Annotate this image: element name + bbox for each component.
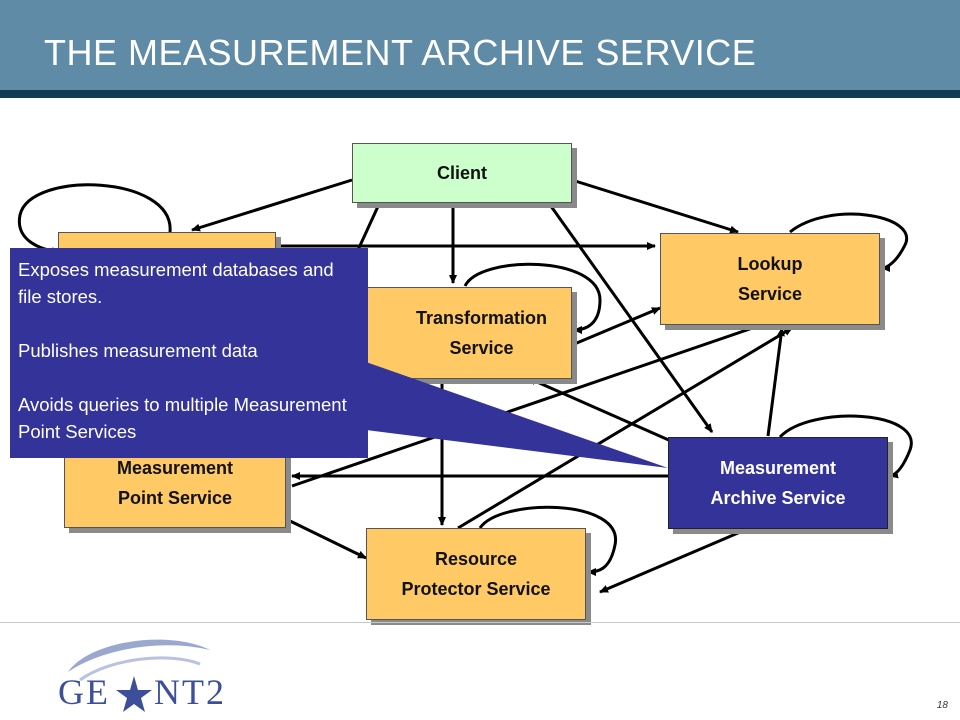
- header-bar: [0, 0, 960, 90]
- loop-topleft: [17, 183, 172, 256]
- callout-line-databases: Exposes measurement databases and file s…: [18, 259, 334, 307]
- footer-divider: [0, 622, 960, 623]
- arrow-archive-to-rp: [599, 528, 746, 594]
- client-box: Client: [352, 143, 572, 203]
- lookup-service-box: Lookup Service: [660, 233, 880, 325]
- transformation-service-box: Transformation Service: [342, 287, 572, 379]
- arrow-client-to-lookup: [571, 178, 739, 234]
- loop-resource-protector: [478, 505, 617, 576]
- arrow-client-to-topleft: [191, 178, 353, 232]
- arrow-archive-to-transformation: [527, 376, 681, 447]
- page-number: 18: [936, 700, 948, 711]
- measurement-archive-service-box: Measurement Archive Service: [668, 437, 888, 529]
- archive-description-callout: Exposes measurement databases and file s…: [10, 248, 368, 458]
- header-underline: [0, 90, 960, 98]
- callout-line-avoids: Avoids queries to multiple Measurement P…: [18, 394, 347, 442]
- loop-archive: [778, 414, 913, 479]
- logo-text: GE: [58, 672, 110, 712]
- loop-transformation: [463, 262, 602, 334]
- slide-title: THE MEASUREMENT ARCHIVE SERVICE: [44, 32, 757, 73]
- arrow-transformation-to-lookup: [571, 306, 661, 347]
- svg-text:NT2: NT2: [154, 672, 226, 712]
- loop-lookup: [789, 212, 909, 272]
- geant2-logo: GE NT2: [58, 639, 226, 712]
- arrow-client-down-left: [356, 201, 382, 251]
- resource-protector-service-box: Resource Protector Service: [366, 528, 586, 620]
- arrow-archive-to-lookup: [766, 327, 785, 437]
- arrow-mp-to-rp: [287, 518, 367, 560]
- callout-line-publishes: Publishes measurement data: [18, 340, 258, 361]
